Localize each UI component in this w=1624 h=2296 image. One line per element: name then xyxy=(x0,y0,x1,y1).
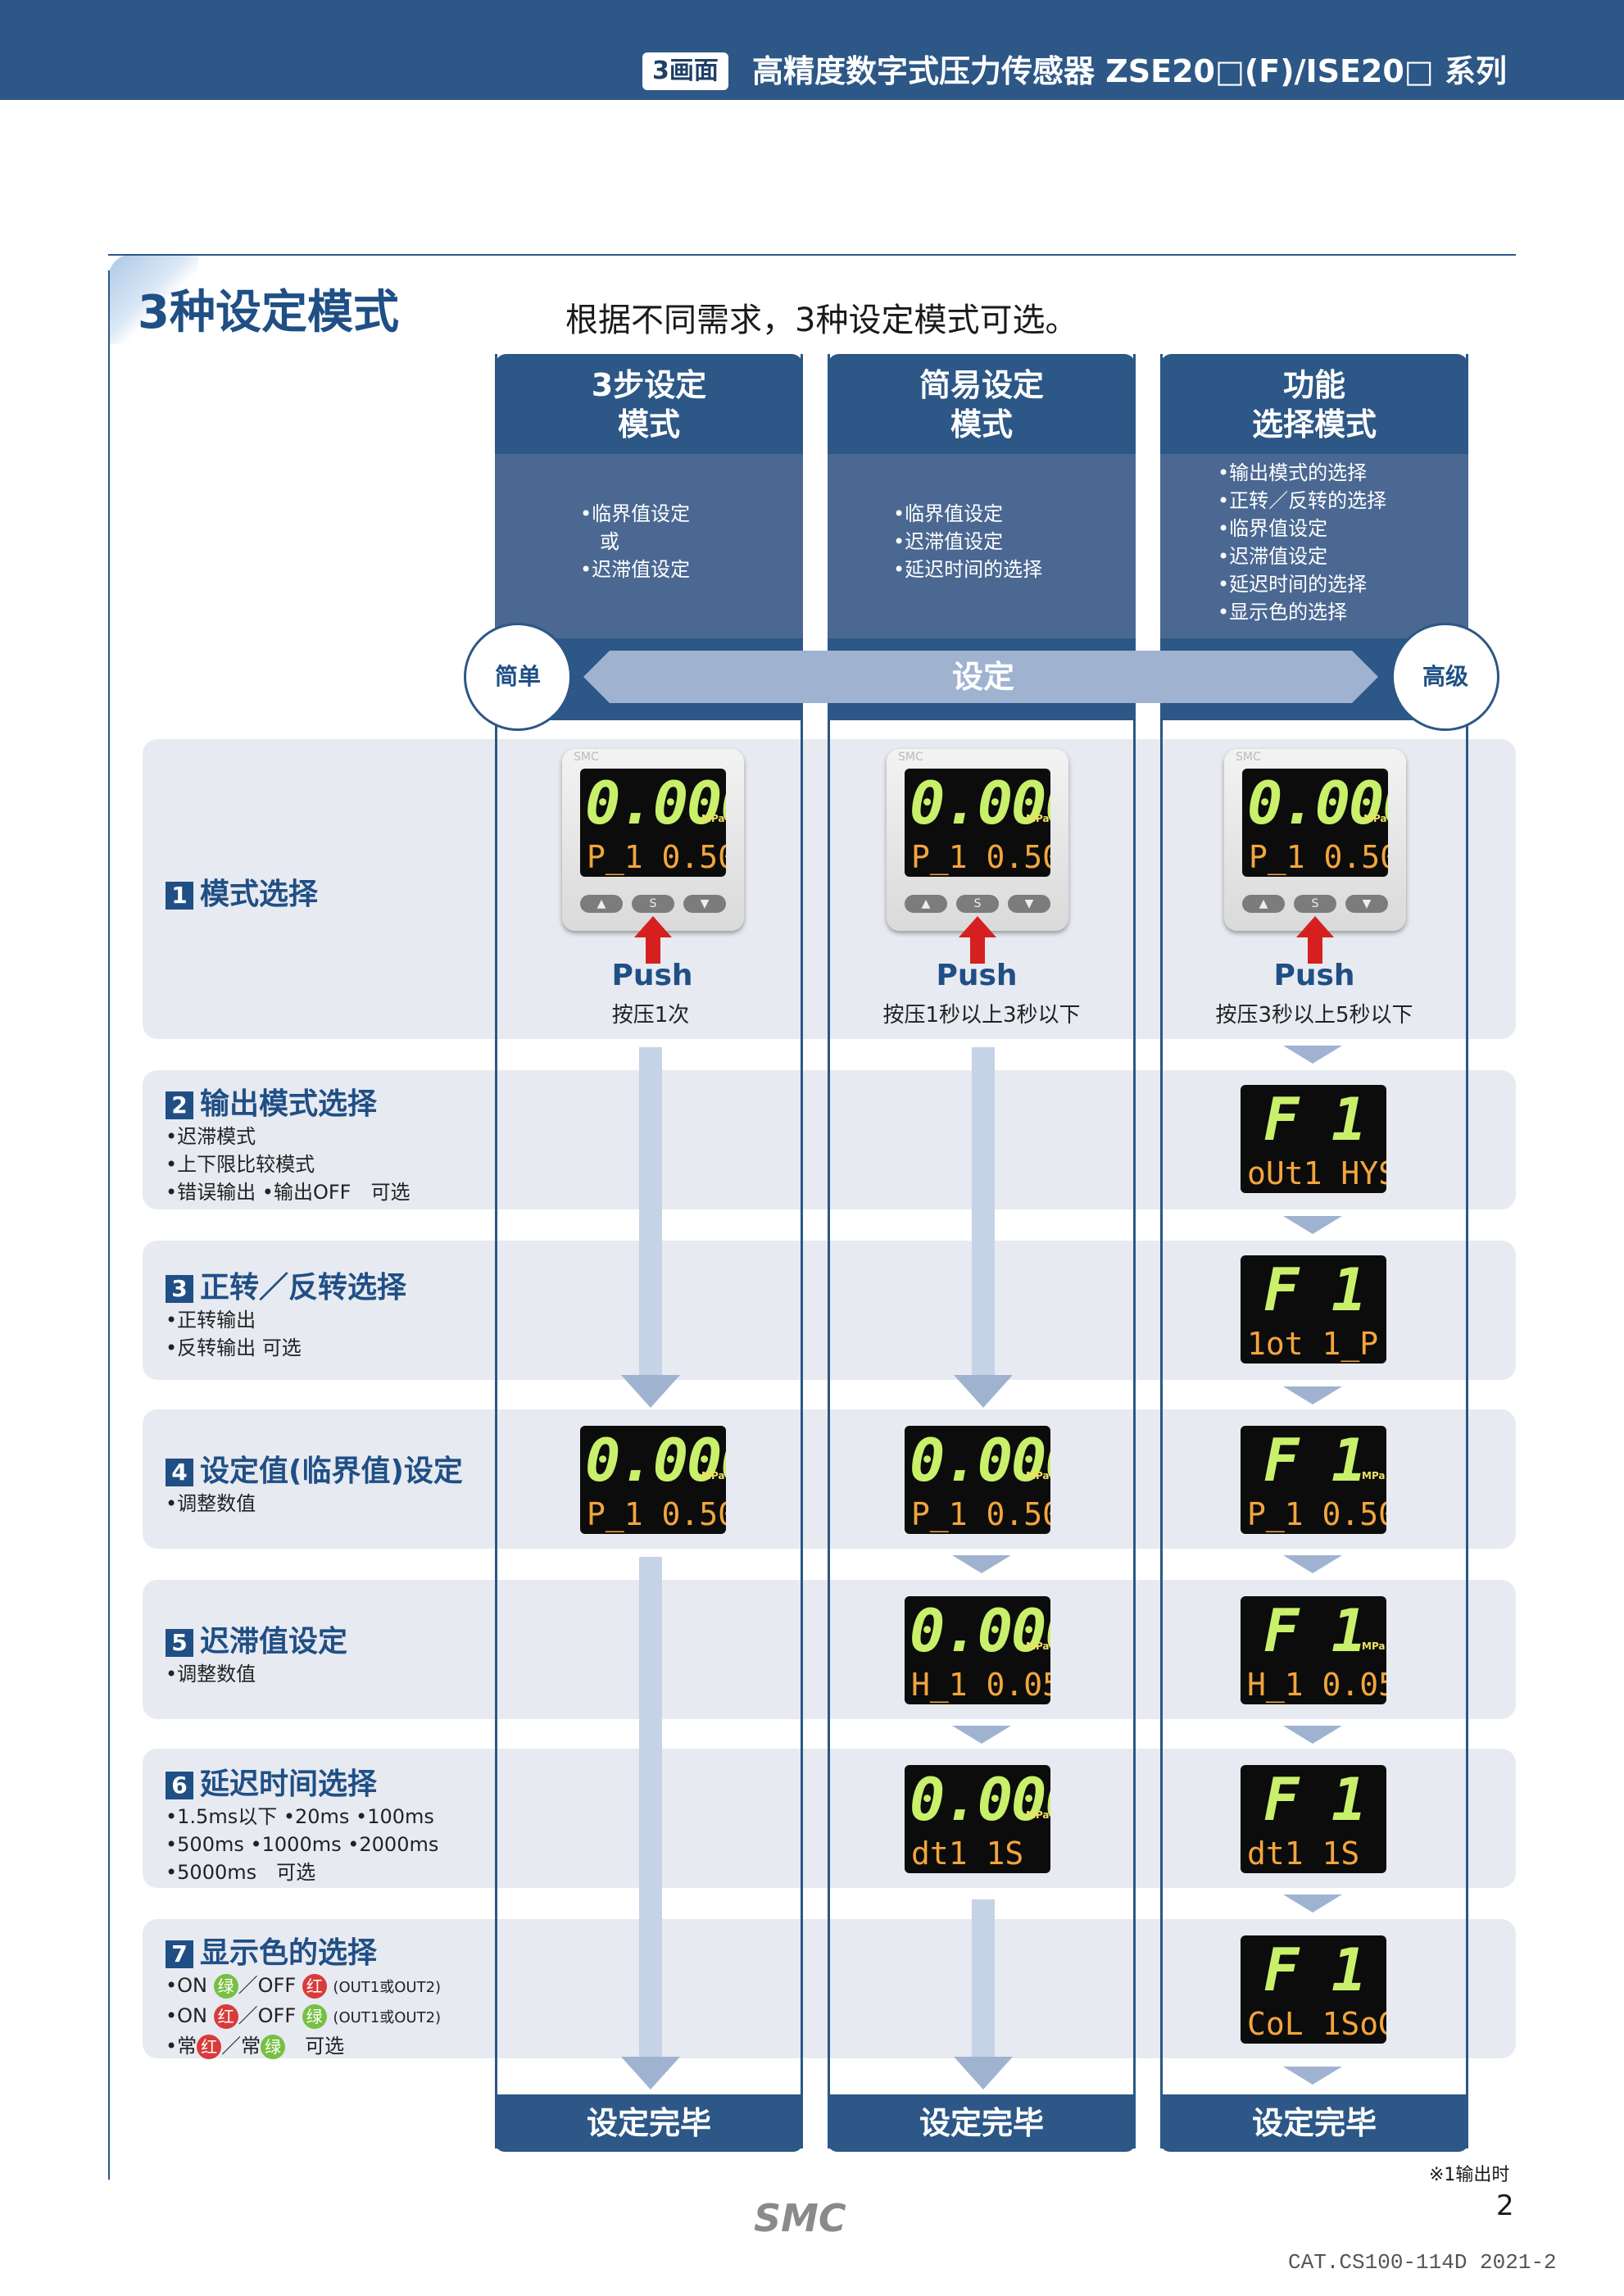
step-arrow-icon xyxy=(1283,1726,1342,1744)
push-arrow-icon xyxy=(634,916,672,964)
lcd-hysteresis-col3: F 1 MPa H_1 0.050 xyxy=(1241,1596,1386,1704)
header-bar xyxy=(0,0,1624,100)
step-arrow-icon xyxy=(1283,1386,1342,1404)
smc-logo: SMC xyxy=(754,2196,846,2240)
down-button[interactable]: ▼ xyxy=(1345,895,1388,913)
lcd-reverse-mode: F 1 1ot 1_P xyxy=(1241,1255,1386,1364)
frame-top-line xyxy=(108,254,1516,256)
push-label-3: Push xyxy=(1273,959,1355,992)
flow-arrow-col2-a xyxy=(954,1047,1013,1408)
push-label-2: Push xyxy=(936,959,1018,992)
column-outline-3 xyxy=(1160,354,1468,2149)
frame-left-line xyxy=(108,270,110,2180)
step-arrow-icon xyxy=(952,1726,1011,1744)
section-title: 3种设定模式 xyxy=(138,286,399,339)
column-desc-simple: •临界值设定•迟滞值设定•延迟时间的选择 xyxy=(828,454,1136,638)
pressure-sensor-device-2: SMC 0.000 MPa P_1 0.500 ▲ S ▼ xyxy=(887,749,1068,931)
step-arrow-icon xyxy=(1283,1046,1342,1064)
step-arrow-icon xyxy=(1283,1216,1342,1234)
lcd-threshold-col2: 0.000 MPa P_1 0.500 xyxy=(905,1426,1050,1534)
pressure-sensor-device-3: SMC 0.000 MPa P_1 0.500 ▲ S ▼ xyxy=(1224,749,1406,931)
up-button[interactable]: ▲ xyxy=(905,895,947,913)
push-label-1: Push xyxy=(611,959,693,992)
step-arrow-icon xyxy=(952,1555,1011,1573)
column-desc-3step: •临界值设定 或•迟滞值设定 xyxy=(495,454,803,638)
set-button[interactable]: S xyxy=(956,895,999,913)
push-arrow-icon xyxy=(959,916,996,964)
press-label-1: 按压1次 xyxy=(611,1003,690,1028)
column-outline-1 xyxy=(495,354,803,2149)
step-arrow-icon xyxy=(1283,1894,1342,1913)
flow-arrow-col1-a xyxy=(621,1047,680,1408)
lcd-output-mode: F 1 oUt1 HYS xyxy=(1241,1085,1386,1193)
column-footer-function: 设定完毕 xyxy=(1160,2094,1468,2152)
press-label-3: 按压3秒以上5秒以下 xyxy=(1215,1003,1413,1028)
catalog-number: CAT.CS100-114D 2021-2 xyxy=(1288,2250,1557,2275)
down-button[interactable]: ▼ xyxy=(1008,895,1050,913)
column-header-simple: 简易设定模式 xyxy=(828,354,1136,454)
frame-corner-decor xyxy=(108,254,198,344)
flow-arrow-col2-b xyxy=(954,1899,1013,2090)
down-button[interactable]: ▼ xyxy=(683,895,726,913)
lcd-delay-col2: 0.000 MPa dt1 1S xyxy=(905,1765,1050,1873)
level-simple-bubble: 简单 xyxy=(464,623,572,731)
column-desc-function: •输出模式的选择•正转／反转的选择•临界值设定 •迟滞值设定•延迟时间的选择•显… xyxy=(1160,454,1468,638)
footnote: ※1输出时 xyxy=(1429,2165,1510,2185)
lcd-delay-col3: F 1 dt1 1S xyxy=(1241,1765,1386,1873)
set-button[interactable]: S xyxy=(1294,895,1336,913)
page-number: 2 xyxy=(1496,2189,1514,2222)
level-double-arrow xyxy=(583,651,1378,703)
header-badge: 3画面 xyxy=(642,52,728,90)
pressure-sensor-device-1: SMC 0.000 MPa P_1 0.500 ▲ S ▼ xyxy=(562,749,744,931)
flow-arrow-col1-b xyxy=(621,1557,680,2090)
set-button[interactable]: S xyxy=(632,895,674,913)
lcd-hysteresis-col2: 0.000 MPa H_1 0.050 xyxy=(905,1596,1050,1704)
column-header-function: 功能选择模式 xyxy=(1160,354,1468,454)
level-advanced-bubble: 高级 xyxy=(1391,623,1499,731)
column-header-3step: 3步设定模式 xyxy=(495,354,803,454)
up-button[interactable]: ▲ xyxy=(580,895,623,913)
level-center-label: 设定 xyxy=(951,659,1014,695)
step-arrow-icon xyxy=(1283,1555,1342,1573)
push-arrow-icon xyxy=(1296,916,1334,964)
lcd-threshold-col3: F 1 MPa P_1 0.500 xyxy=(1241,1426,1386,1534)
lcd-color-col3: F 1 CoL 1SoG xyxy=(1241,1935,1386,2044)
up-button[interactable]: ▲ xyxy=(1242,895,1285,913)
column-footer-3step: 设定完毕 xyxy=(495,2094,803,2152)
section-subtitle: 根据不同需求，3种设定模式可选。 xyxy=(565,302,1078,339)
press-label-2: 按压1秒以上3秒以下 xyxy=(882,1003,1081,1028)
column-footer-simple: 设定完毕 xyxy=(828,2094,1136,2152)
header-title: 高精度数字式压力传感器 ZSE20□(F)/ISE20□ 系列 xyxy=(752,53,1507,89)
step-arrow-icon xyxy=(1283,2067,1342,2085)
lcd-threshold-col1: 0.000 MPa P_1 0.500 xyxy=(580,1426,726,1534)
column-outline-2 xyxy=(828,354,1136,2149)
